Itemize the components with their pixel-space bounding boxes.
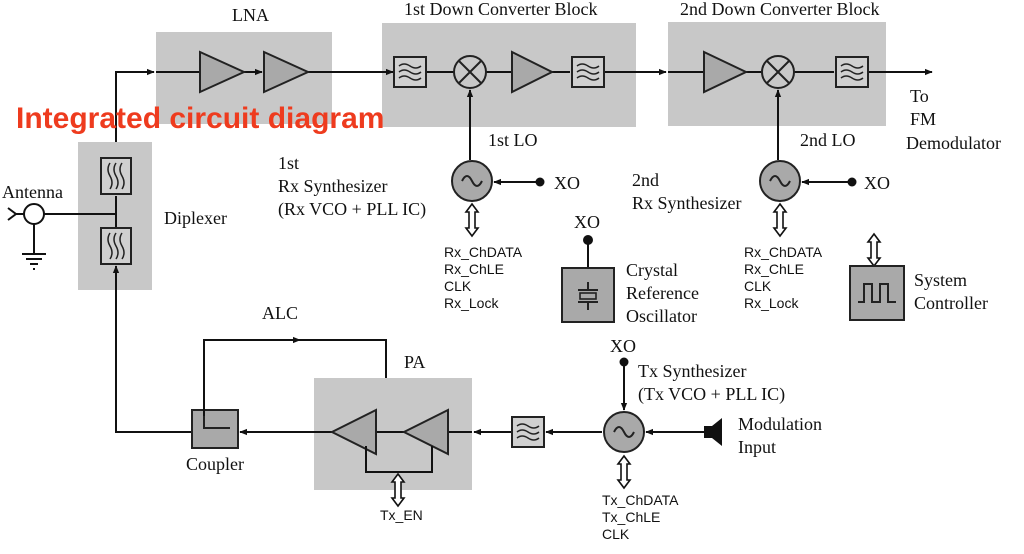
rx-bus-arrow-2 xyxy=(772,202,788,238)
antenna-port xyxy=(23,203,45,225)
label-xo-1: XO xyxy=(554,173,580,193)
label-tx-synth-a: Tx Synthesizer xyxy=(638,361,746,381)
antenna-icon xyxy=(7,207,18,221)
label-rx-synth-1-a: 1st xyxy=(278,153,299,173)
ground-icon xyxy=(22,253,46,270)
lna-block xyxy=(156,32,332,124)
rx-synth-1-osc xyxy=(451,160,493,202)
tx-filter xyxy=(511,416,545,448)
label-to: To xyxy=(910,86,929,106)
label-rx-synth-1-c: (Rx VCO + PLL IC) xyxy=(278,199,426,220)
dc1-amp xyxy=(511,50,555,94)
label-xo-4: XO xyxy=(610,336,636,356)
label-down-converter-1: 1st Down Converter Block xyxy=(404,0,597,19)
label-diplexer: Diplexer xyxy=(164,208,227,228)
label-crystal-1: Crystal xyxy=(626,260,678,280)
tx-bus-arrow xyxy=(616,454,632,490)
label-rx-lock-1: Rx_Lock xyxy=(444,295,499,311)
dc1-mixer xyxy=(453,55,487,89)
dc2-amp xyxy=(703,50,749,94)
label-rx-synth-1-b: Rx Synthesizer xyxy=(278,176,388,196)
label-crystal-3: Oscillator xyxy=(626,306,697,326)
dc2-filter xyxy=(835,56,869,88)
tx-return-wire xyxy=(112,265,192,433)
label-xo-3: XO xyxy=(574,212,600,232)
dc2-mixer xyxy=(761,55,795,89)
tx-en-bus-arrow xyxy=(390,472,406,508)
pulse-icon xyxy=(858,283,896,303)
label-rx-synth-2-b: Rx Synthesizer xyxy=(632,193,742,213)
label-coupler: Coupler xyxy=(186,454,244,474)
pa-amp-1 xyxy=(329,408,377,456)
label-rx-chle-2: Rx_ChLE xyxy=(744,261,804,277)
label-rx-chle-1: Rx_ChLE xyxy=(444,261,504,277)
label-alc: ALC xyxy=(262,303,298,323)
crystal-oscillator-box xyxy=(561,267,615,323)
label-clk-1: CLK xyxy=(444,278,472,294)
label-demodulator: Demodulator xyxy=(906,133,1001,153)
overlay-title: Integrated circuit diagram xyxy=(16,102,384,135)
label-controller: Controller xyxy=(914,293,988,313)
label-xo-2: XO xyxy=(864,173,890,193)
label-modulation: Modulation xyxy=(738,414,822,434)
pa-bias-wire xyxy=(365,446,433,473)
label-rx-chdata-2: Rx_ChDATA xyxy=(744,244,823,260)
label-tx-chdata: Tx_ChDATA xyxy=(602,492,679,508)
dc1-filter-out xyxy=(571,56,605,88)
label-fm: FM xyxy=(910,109,936,129)
label-tx-synth-b: (Tx VCO + PLL IC) xyxy=(638,384,785,405)
pa-amp-2 xyxy=(401,408,449,456)
label-pa: PA xyxy=(404,352,425,372)
coupler-icon xyxy=(203,416,230,429)
dc1-filter-in xyxy=(393,56,427,88)
label-system: System xyxy=(914,270,967,290)
label-clk-tx: CLK xyxy=(602,526,630,542)
crystal-icon xyxy=(578,282,598,310)
label-down-converter-2: 2nd Down Converter Block xyxy=(680,0,879,19)
rx-synth-2-osc xyxy=(759,160,801,202)
diplexer-filter-top xyxy=(100,157,132,195)
rx-feed-wire xyxy=(115,68,155,142)
label-rx-synth-2-a: 2nd xyxy=(632,170,659,190)
speaker-icon xyxy=(704,418,722,446)
label-tx-chle: Tx_ChLE xyxy=(602,509,660,525)
label-rx-lock-2: Rx_Lock xyxy=(744,295,799,311)
diplexer-filter-bottom xyxy=(100,227,132,265)
system-controller-box xyxy=(849,265,905,321)
rx-bus-arrow-1 xyxy=(464,202,480,238)
tx-synth-osc xyxy=(603,411,645,453)
lna-amp-2 xyxy=(263,50,311,94)
label-lna: LNA xyxy=(232,5,269,25)
label-lo1: 1st LO xyxy=(488,130,538,150)
sys-bus-arrow xyxy=(866,232,882,268)
label-crystal-2: Reference xyxy=(626,283,699,303)
lna-amp-1 xyxy=(199,50,247,94)
label-input: Input xyxy=(738,437,776,457)
label-lo2: 2nd LO xyxy=(800,130,856,150)
label-clk-2: CLK xyxy=(744,278,772,294)
label-rx-chdata-1: Rx_ChDATA xyxy=(444,244,523,260)
label-antenna: Antenna xyxy=(2,182,63,202)
label-tx-en: Tx_EN xyxy=(380,507,423,523)
